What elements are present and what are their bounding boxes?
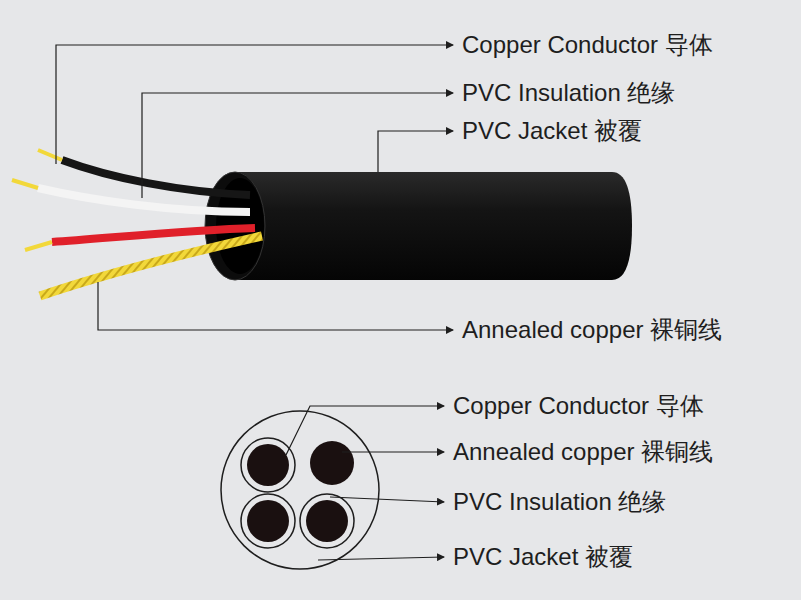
leader-lines (286, 406, 444, 560)
wires (12, 150, 262, 296)
black-wire (62, 160, 250, 195)
part-label: Annealed copper 裸铜线 (451, 438, 715, 466)
pvc-jacket (205, 172, 632, 280)
annealed-copper-wire (40, 236, 262, 296)
leader-lines (56, 45, 453, 330)
red-wire (52, 228, 255, 242)
part-label: PVC Insulation 绝缘 (451, 488, 668, 516)
conductor-tip (25, 242, 52, 250)
cross-section (221, 411, 379, 569)
part-label: Copper Conductor 导体 (460, 31, 715, 59)
part-label: PVC Jacket 被覆 (460, 117, 644, 145)
part-label: Annealed copper 裸铜线 (460, 316, 724, 344)
part-label: Copper Conductor 导体 (451, 392, 706, 420)
part-label: PVC Insulation 绝缘 (460, 79, 677, 107)
conductor-tip (38, 150, 62, 160)
white-wire (38, 188, 250, 212)
conductor-tip (12, 180, 38, 188)
part-label: PVC Jacket 被覆 (451, 543, 635, 571)
